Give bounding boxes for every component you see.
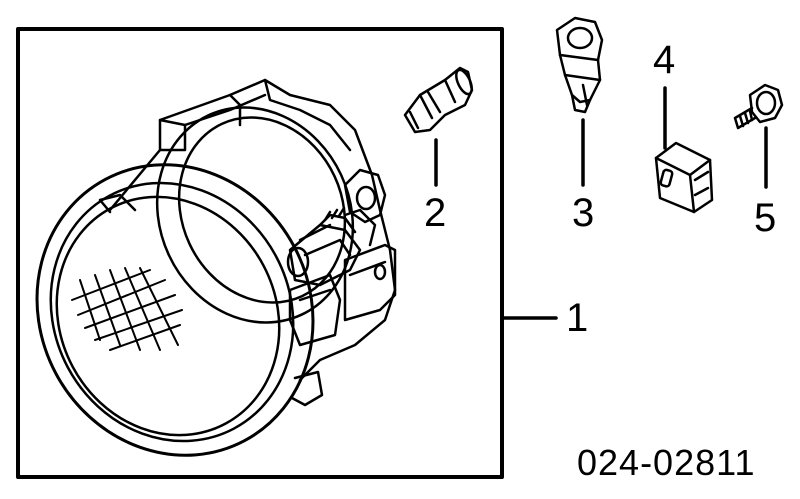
- callout-1: 1: [566, 296, 589, 340]
- fog-lamp-housing: [110, 75, 395, 380]
- screw-part-5: [735, 85, 782, 128]
- clip-nut-part-4: [656, 143, 712, 212]
- bulb-part-2: [405, 68, 475, 132]
- fog-lamp-lens: [0, 116, 364, 494]
- callout-2: 2: [424, 191, 447, 235]
- assembly-frame: [18, 29, 502, 477]
- callout-5: 5: [754, 196, 777, 240]
- diagram-part-code: 024-02811: [577, 442, 756, 483]
- clip-part-3: [557, 18, 602, 112]
- callout-4: 4: [653, 38, 676, 82]
- callout-3: 3: [572, 191, 595, 235]
